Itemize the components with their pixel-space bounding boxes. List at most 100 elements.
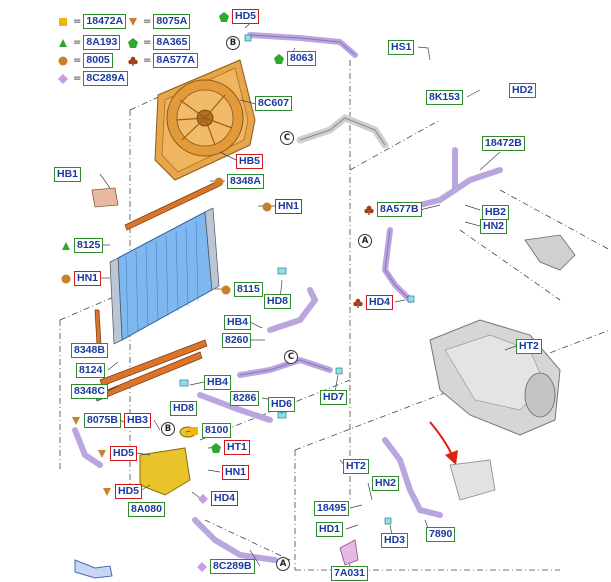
part-ref[interactable]: HD8 <box>170 401 198 416</box>
part-ref[interactable]: HN1 <box>222 465 250 480</box>
pentagon-icon <box>273 53 285 65</box>
part-label: 8124 <box>76 363 106 378</box>
part-label: 8286 <box>230 391 260 406</box>
part-label: HD5 <box>218 9 260 24</box>
club-icon <box>352 297 364 309</box>
part-ref[interactable]: HN1 <box>74 271 102 286</box>
part-ref[interactable]: 8K153 <box>426 90 463 105</box>
part-label: HB1 <box>54 167 82 182</box>
part-ref[interactable]: 8260 <box>222 333 252 348</box>
front-arrow <box>74 559 113 579</box>
circle-icon <box>56 54 70 68</box>
legend-ref[interactable]: 8075A <box>153 14 191 29</box>
part-ref[interactable]: 8348B <box>71 343 108 358</box>
clamps <box>179 34 415 525</box>
callout-a: A <box>358 234 372 248</box>
part-label: HD6 <box>268 397 296 412</box>
diamond-icon <box>196 561 208 573</box>
part-ref[interactable]: 8A080 <box>128 502 165 517</box>
pentagon-icon <box>126 36 140 50</box>
part-label: 8348A <box>213 174 264 189</box>
part-ref[interactable]: 8348A <box>227 174 264 189</box>
part-ref[interactable]: 8125 <box>74 238 104 253</box>
part-ref[interactable]: HB3 <box>124 413 152 428</box>
part-ref[interactable]: 7890 <box>426 527 456 542</box>
diamond-icon <box>56 72 70 86</box>
legend-ref[interactable]: 8A365 <box>153 35 191 50</box>
part-ref[interactable]: HN1 <box>275 199 303 214</box>
legend-ref[interactable]: 8005 <box>83 53 113 68</box>
part-ref[interactable]: 8115 <box>234 282 263 297</box>
legend-ref[interactable]: 8A193 <box>83 35 121 50</box>
part-ref[interactable]: HD5 <box>232 9 260 24</box>
part-ref[interactable]: 18495 <box>314 501 350 516</box>
part-ref[interactable]: 8100 <box>202 423 232 438</box>
transmission <box>429 319 561 436</box>
radiator <box>109 207 220 345</box>
part-label: HD1 <box>316 522 344 537</box>
part-ref[interactable]: HD5 <box>110 446 138 461</box>
legend-ref[interactable]: 18472A <box>83 14 127 29</box>
drain-fitting <box>339 539 359 566</box>
part-label: HN2 <box>372 476 400 491</box>
part-ref[interactable]: HS1 <box>388 40 415 55</box>
part-ref[interactable]: HD6 <box>268 397 296 412</box>
callout-b: B <box>161 422 175 436</box>
part-ref[interactable]: 8C607 <box>255 96 292 111</box>
part-label: HN2 <box>480 219 508 234</box>
triangle-down-icon <box>101 486 113 498</box>
part-label: HT2 <box>343 459 369 474</box>
square-icon <box>188 425 200 437</box>
part-ref[interactable]: 18472B <box>482 136 525 151</box>
part-ref[interactable]: 8C289B <box>210 559 255 574</box>
part-label: 18495 <box>314 501 350 516</box>
part-ref[interactable]: HB2 <box>482 205 510 220</box>
square-icon <box>56 15 70 29</box>
part-ref[interactable]: HB4 <box>204 375 232 390</box>
part-ref[interactable]: HD4 <box>211 491 239 506</box>
part-ref[interactable]: HD1 <box>316 522 344 537</box>
triangle-down-icon <box>126 15 140 29</box>
part-ref[interactable]: HN2 <box>480 219 508 234</box>
hose-outlines <box>239 34 411 376</box>
part-label: 8063 <box>273 51 317 66</box>
part-ref[interactable]: 8124 <box>76 363 106 378</box>
part-ref[interactable]: HD4 <box>366 295 394 310</box>
part-label: 8260 <box>222 333 252 348</box>
legend-item-18472A: = 18472A <box>56 14 127 29</box>
part-ref[interactable]: HB1 <box>54 167 82 182</box>
part-label: HT2 <box>516 339 542 354</box>
part-ref[interactable]: 8348C <box>71 384 108 399</box>
part-ref[interactable]: HD5 <box>115 484 143 499</box>
club-icon <box>126 54 140 68</box>
legend-ref[interactable]: 8C289A <box>83 71 128 86</box>
part-ref[interactable]: 7A031 <box>331 566 368 581</box>
part-ref[interactable]: HB5 <box>236 154 264 169</box>
part-ref[interactable]: HD3 <box>381 533 409 548</box>
callout-a: A <box>276 557 290 571</box>
part-label: 8A080 <box>128 502 165 517</box>
part-ref[interactable]: HD8 <box>264 294 292 309</box>
part-ref[interactable]: HT2 <box>343 459 369 474</box>
part-label: 8115 <box>220 282 263 297</box>
part-ref[interactable]: HD2 <box>509 83 537 98</box>
pentagon-icon <box>210 442 222 454</box>
part-ref[interactable]: 8A577B <box>377 202 422 217</box>
part-ref[interactable]: HN2 <box>372 476 400 491</box>
part-ref[interactable]: HT1 <box>224 440 250 455</box>
part-ref[interactable]: 8075B <box>84 413 121 428</box>
part-label: HD5 <box>96 446 138 461</box>
part-ref[interactable]: 8286 <box>230 391 260 406</box>
callout-c: C <box>284 350 298 364</box>
part-ref[interactable]: HB4 <box>224 315 252 330</box>
part-label: 8K153 <box>426 90 463 105</box>
part-ref[interactable]: HD7 <box>320 390 348 405</box>
part-ref[interactable]: HT2 <box>516 339 542 354</box>
part-ref[interactable]: 8063 <box>287 51 317 66</box>
heater-pipe-assembly <box>296 113 389 149</box>
part-label: HB3 <box>124 413 152 428</box>
part-label: 8C607 <box>255 96 292 111</box>
legend-ref[interactable]: 8A577A <box>153 53 198 68</box>
legend-item-8A577A: = 8A577A <box>126 53 198 68</box>
